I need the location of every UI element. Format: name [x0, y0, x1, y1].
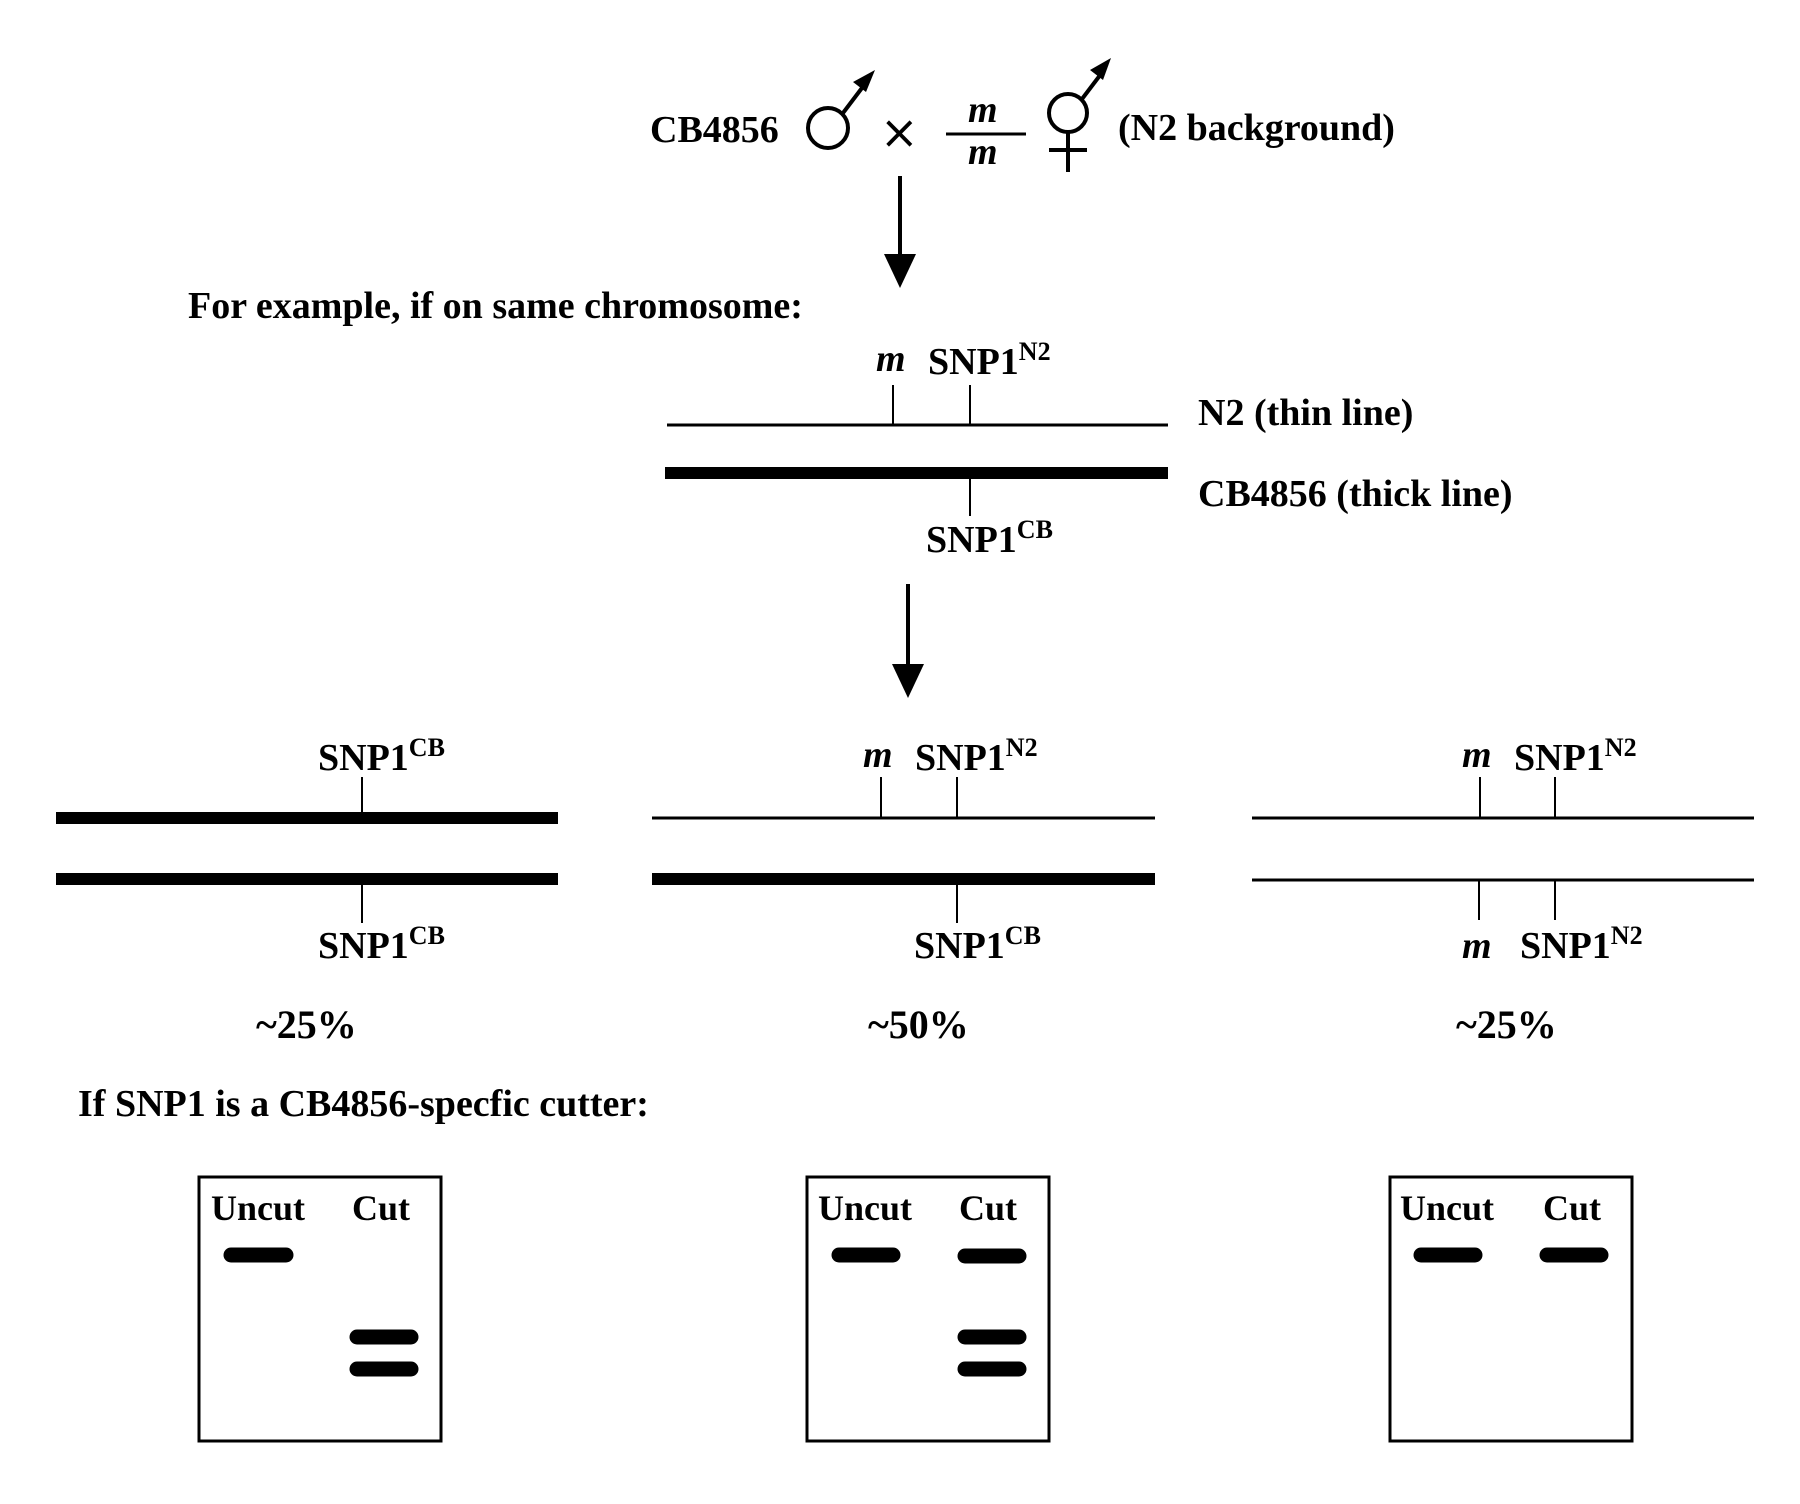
gel-2: Uncut Cut: [805, 1175, 1051, 1443]
progeny-cb-homozygote: SNP1CB SNP1CB ~25%: [56, 733, 558, 1047]
progeny3-mutation-bottom-label: m: [1462, 925, 1492, 967]
gel-3: Uncut Cut: [1388, 1175, 1634, 1443]
progeny2-percent: ~50%: [868, 1002, 969, 1047]
progeny1-snp-bottom-label: SNP1CB: [318, 921, 445, 967]
n2-line-label: N2 (thin line): [1198, 392, 1413, 434]
arrow-down-icon: [884, 176, 916, 288]
gel-uncut-label: Uncut: [818, 1188, 912, 1228]
background-label: (N2 background): [1118, 107, 1395, 149]
progeny1-snp-top-label: SNP1CB: [318, 733, 445, 779]
snp-n2-label: SNP1N2: [928, 337, 1051, 383]
heterozygote-chromosomes: m SNP1N2 N2 (thin line) CB4856 (thick li…: [665, 337, 1513, 561]
example-caption: For example, if on same chromosome:: [188, 285, 803, 327]
snp-cb-label: SNP1CB: [926, 515, 1053, 561]
gel-uncut-label: Uncut: [1400, 1188, 1494, 1228]
genotype-numerator: m: [968, 89, 998, 131]
progeny2-mutation-label: m: [863, 734, 893, 776]
gel-cut-label: Cut: [1543, 1188, 1601, 1228]
progeny2-snp-bottom-label: SNP1CB: [914, 921, 1041, 967]
hermaphrodite-symbol-icon: [1047, 58, 1111, 172]
progeny3-snp-top-label: SNP1N2: [1514, 733, 1637, 779]
male-strain-label: CB4856: [650, 109, 779, 151]
gel-1: Uncut Cut: [197, 1175, 443, 1443]
gel-frame: [1388, 1175, 1634, 1443]
progeny2-snp-top-label: SNP1N2: [915, 733, 1038, 779]
progeny3-mutation-top-label: m: [1462, 734, 1492, 776]
parental-cross: CB4856 × m m (N2 background): [650, 58, 1395, 173]
gel-uncut-label: Uncut: [211, 1188, 305, 1228]
progeny-heterozygote: m SNP1N2 SNP1CB ~50%: [652, 733, 1155, 1047]
progeny-n2-homozygote: m SNP1N2 m SNP1N2 ~25%: [1252, 733, 1754, 1047]
cutter-caption: If SNP1 is a CB4856-specfic cutter:: [78, 1083, 649, 1125]
male-symbol-icon: [806, 70, 875, 150]
cross-symbol: ×: [880, 105, 919, 159]
gel-frame: [805, 1175, 1051, 1443]
progeny3-percent: ~25%: [1456, 1002, 1557, 1047]
genotype-denominator: m: [968, 131, 998, 173]
progeny1-percent: ~25%: [256, 1002, 357, 1047]
mutation-label: m: [876, 338, 906, 380]
cb4856-line-label: CB4856 (thick line): [1198, 473, 1513, 515]
gel-cut-label: Cut: [352, 1188, 410, 1228]
progeny3-snp-bottom-label: SNP1N2: [1520, 921, 1643, 967]
arrow-down-icon: [892, 584, 924, 698]
gel-frame: [197, 1175, 443, 1443]
gel-cut-label: Cut: [959, 1188, 1017, 1228]
